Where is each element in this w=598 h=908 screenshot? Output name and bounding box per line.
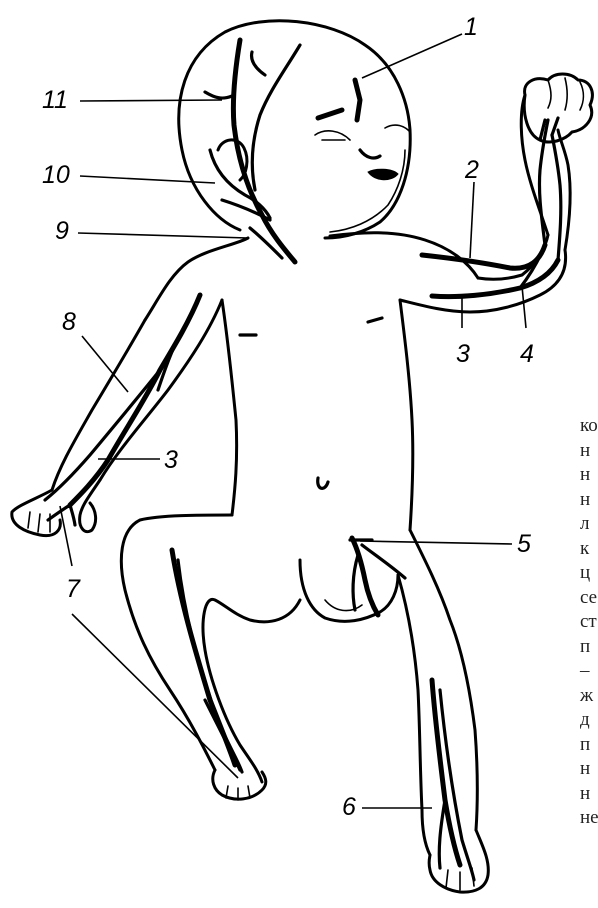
label-10: 10 <box>42 161 70 189</box>
side-text-line: ст <box>580 610 598 635</box>
side-text-line: н <box>580 782 598 807</box>
side-text-line: н <box>580 757 598 782</box>
label-7: 7 <box>66 575 81 603</box>
side-text-line: н <box>580 463 598 488</box>
side-text-line: не <box>580 806 598 831</box>
side-text-line: п <box>580 635 598 660</box>
label-4: 4 <box>520 340 534 368</box>
side-text-line: п <box>580 733 598 758</box>
label-9: 9 <box>55 217 69 245</box>
label-5: 5 <box>517 530 531 558</box>
side-text-line: л <box>580 512 598 537</box>
side-text-line: ц <box>580 561 598 586</box>
side-text-line: – <box>580 659 598 684</box>
side-text-line: к <box>580 537 598 562</box>
side-text-line: н <box>580 439 598 464</box>
label-11: 11 <box>42 86 68 114</box>
side-text-line: ко <box>580 414 598 439</box>
label-6: 6 <box>342 793 356 821</box>
number-labels: 1 2 3 4 5 6 7 8 9 10 11 3 <box>42 13 534 821</box>
veins <box>45 40 561 880</box>
label-2: 2 <box>464 156 479 184</box>
side-text-line: се <box>580 586 598 611</box>
side-text-fragment: ко н н н л к ц се ст п – ж д п н н не <box>580 414 598 831</box>
body-outline <box>12 21 593 892</box>
side-text-line: д <box>580 708 598 733</box>
side-text-line: н <box>580 488 598 513</box>
label-1: 1 <box>464 13 478 41</box>
side-text-line: ж <box>580 684 598 709</box>
label-3-arm: 3 <box>456 340 470 368</box>
label-8: 8 <box>62 308 76 336</box>
label-3-forearm: 3 <box>164 446 178 474</box>
